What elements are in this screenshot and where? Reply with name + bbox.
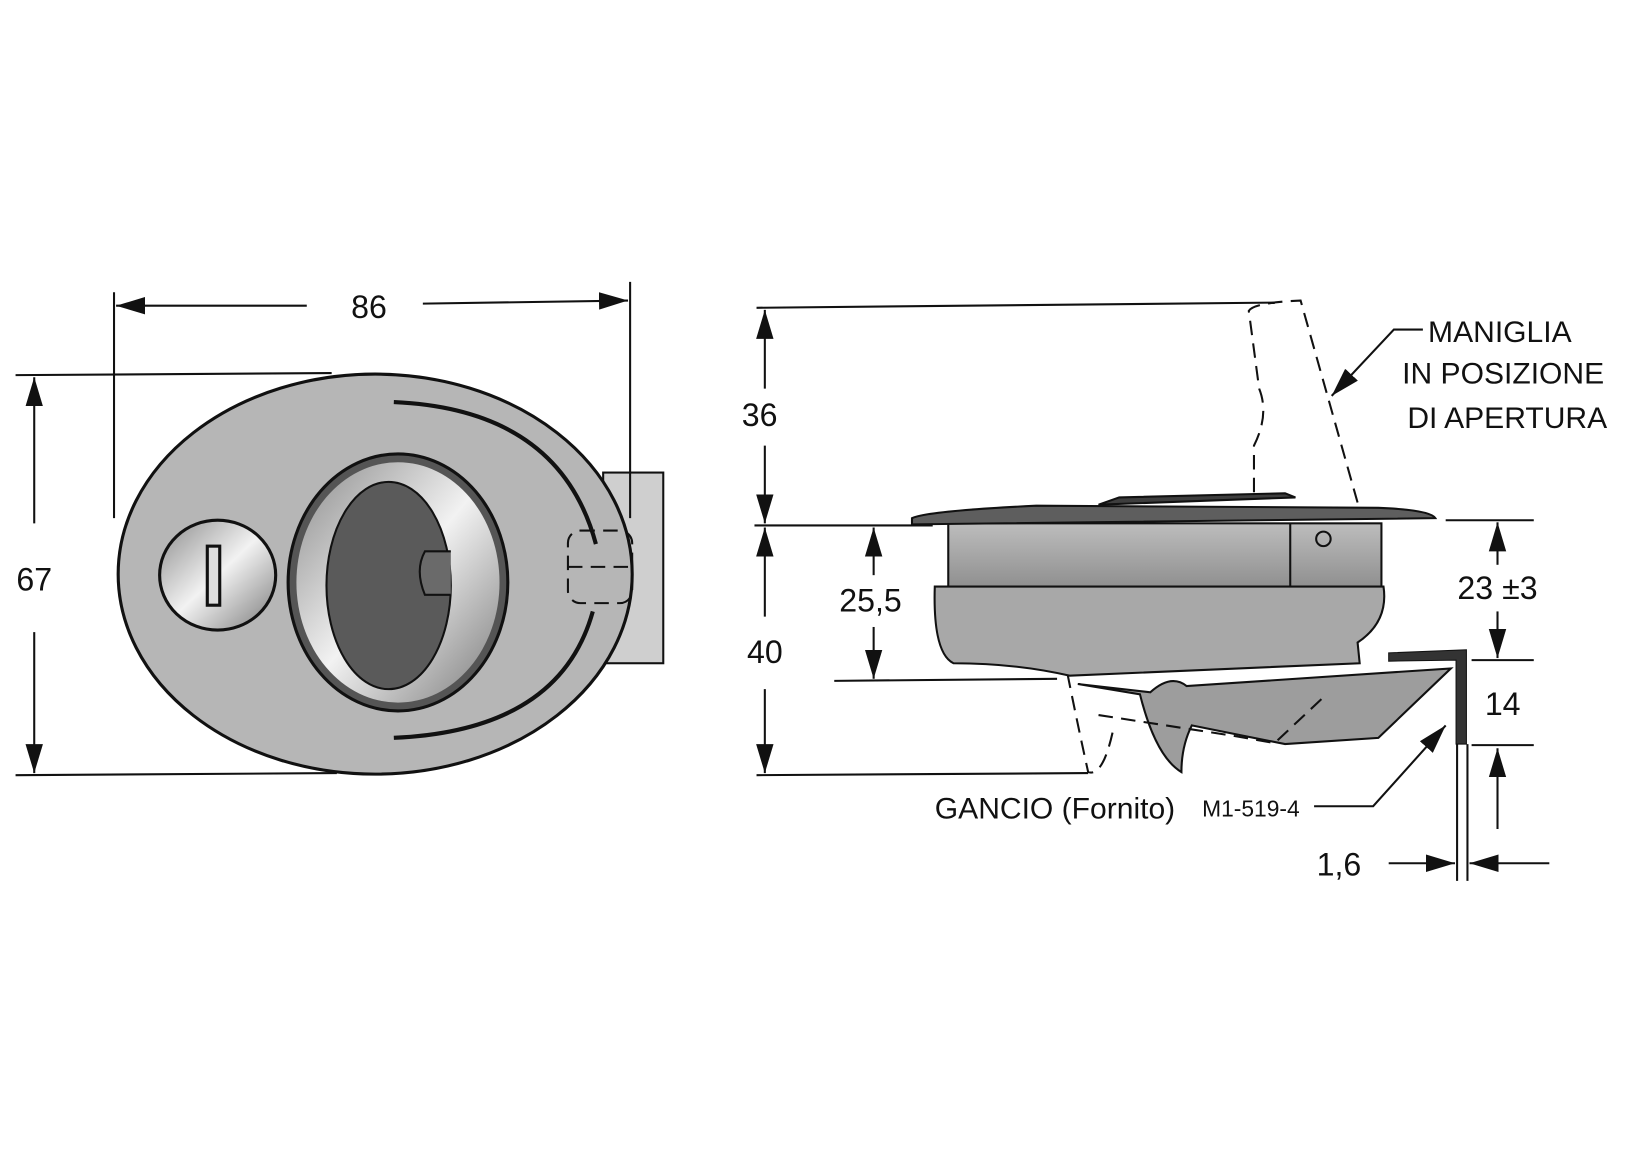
lower-arc xyxy=(393,610,595,740)
front-dimensions: 86 67 xyxy=(15,281,632,777)
hook-open-outline xyxy=(1066,673,1328,774)
front-view xyxy=(116,372,665,776)
flange xyxy=(910,504,1438,526)
hook-height-dimension: 14 xyxy=(1485,686,1521,722)
hook-thickness-dimension: 1,6 xyxy=(1317,847,1362,883)
hook xyxy=(1077,667,1454,774)
hook-note: GANCIO (Fornito) M1-519-4 xyxy=(935,724,1447,826)
keyhole xyxy=(205,544,222,607)
total-depth-dimension: 40 xyxy=(747,634,783,670)
bolt-hidden-outline xyxy=(566,529,635,605)
handle-note-line-1: MANIGLIA xyxy=(1428,316,1572,349)
handle-open-height-dimension: 36 xyxy=(742,397,778,433)
hook-note-label: GANCIO (Fornito) xyxy=(935,793,1175,826)
height-dimension: 67 xyxy=(16,562,52,598)
handle-note-line-2: IN POSIZIONE xyxy=(1402,357,1604,390)
handle-lever xyxy=(418,550,451,596)
housing-lower xyxy=(933,585,1386,677)
width-dimension: 86 xyxy=(351,289,387,325)
side-dimensions: 36 40 25,5 23 ±3 14 1,6 xyxy=(742,301,1550,883)
handle-open-outline xyxy=(1247,299,1359,503)
pivot-pin xyxy=(1315,530,1332,548)
handle-closed xyxy=(1098,492,1296,506)
upper-arc xyxy=(393,400,598,545)
handle-note-line-3: DI APERTURA xyxy=(1407,402,1607,435)
handle-note: MANIGLIA IN POSIZIONE DI APERTURA xyxy=(1330,316,1607,435)
hook-part-number: M1-519-4 xyxy=(1202,796,1300,822)
side-view xyxy=(910,299,1469,881)
body-depth-dimension: 25,5 xyxy=(839,582,901,618)
latch-housing xyxy=(947,522,1383,589)
panel-range-dimension: 23 ±3 xyxy=(1457,570,1537,606)
